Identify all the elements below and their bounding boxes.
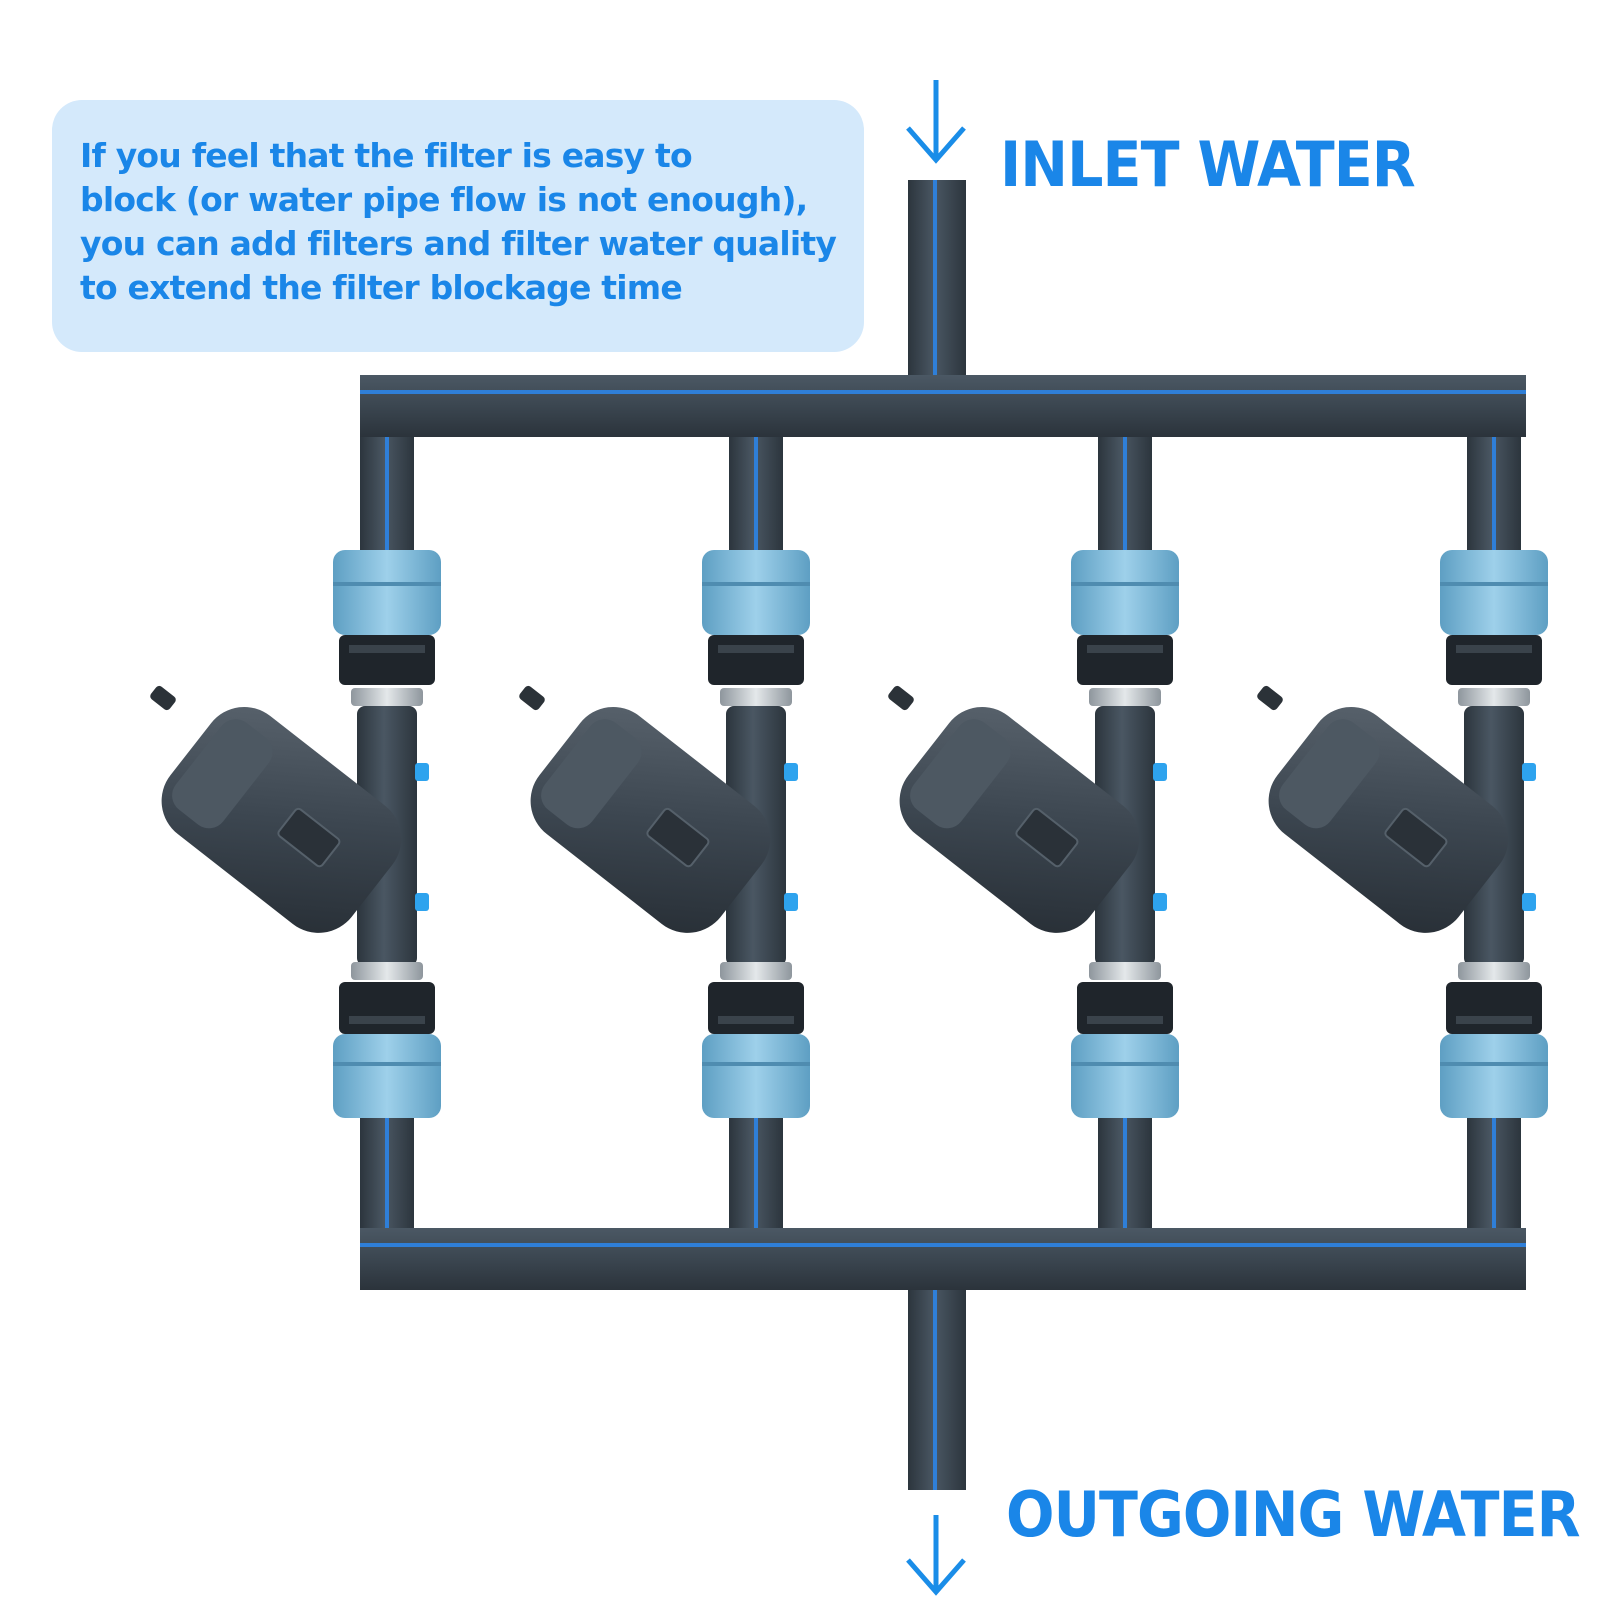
upper-coupling: [333, 550, 441, 635]
top-manifold-pipe: [360, 375, 1526, 437]
bottom-manifold-pipe: [360, 1228, 1526, 1290]
upper-coupling: [702, 550, 810, 635]
upper-coupling: [1071, 550, 1179, 635]
filter-canister: [1268, 706, 1509, 933]
upper-coupling: [1440, 550, 1548, 635]
note-line-4: to extend the filter blockage time: [80, 268, 683, 307]
note-line-1: If you feel that the filter is easy to: [80, 136, 693, 175]
outlet-arrow-icon: [906, 1515, 966, 1596]
filter-canister: [530, 706, 771, 933]
lower-coupling: [702, 1034, 810, 1118]
lower-coupling: [333, 1034, 441, 1118]
inlet-water-label: INLET WATER: [1000, 128, 1416, 201]
filter-branch-4: [1257, 437, 1548, 1228]
note-line-2: block (or water pipe flow is not enough)…: [80, 180, 808, 219]
outgoing-water-label: OUTGOING WATER: [1006, 1478, 1581, 1551]
filter-branch-1: [150, 437, 441, 1228]
filter-branch-3: [888, 437, 1179, 1228]
inlet-arrow-icon: [906, 80, 966, 164]
filter-branch-2: [519, 437, 810, 1228]
note-line-3: you can add filters and filter water qua…: [80, 224, 837, 263]
info-note: If you feel that the filter is easy to b…: [52, 100, 864, 352]
lower-coupling: [1440, 1034, 1548, 1118]
lower-coupling: [1071, 1034, 1179, 1118]
filter-canister: [899, 706, 1140, 933]
filter-canister: [161, 706, 402, 933]
